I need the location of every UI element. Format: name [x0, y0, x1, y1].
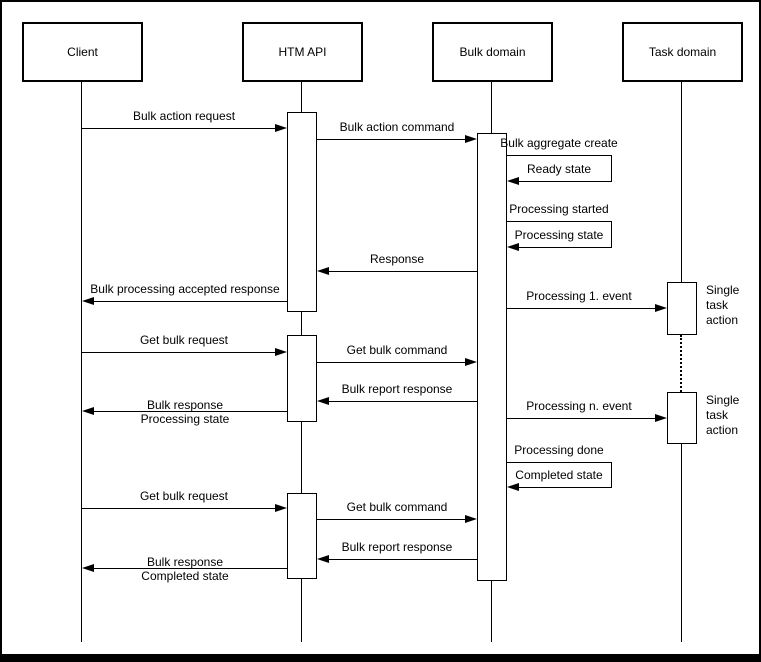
- lifeline-task-domain-lower: [681, 444, 682, 642]
- self-message-return-label: Completed state: [515, 468, 603, 482]
- self-message-call-label: Processing done: [514, 443, 604, 457]
- self-message-call-label: Processing started: [509, 202, 609, 216]
- message-line-processing-n-event: [507, 418, 655, 419]
- message-label-bulk-action-command: Bulk action command: [339, 120, 455, 134]
- actor-task-domain: Task domain: [622, 22, 743, 82]
- arrowhead-icon: [507, 483, 519, 491]
- message-line-bulk-processing-accepted-response: [94, 301, 287, 302]
- activation-htm-api-2: [287, 335, 317, 422]
- message-label-bulk-report-response-1: Bulk report response: [341, 382, 453, 396]
- self-message-line-return: [519, 181, 611, 182]
- arrowhead-icon: [82, 407, 94, 415]
- actor-client-label: Client: [67, 45, 98, 59]
- lifeline-task-domain-upper: [681, 82, 682, 282]
- message-label-bulk-response-completed-state: Bulk response Completed state: [141, 555, 228, 583]
- message-line-bulk-response-completed-state: [94, 568, 287, 569]
- activation-htm-api-1: [287, 112, 317, 312]
- lifeline-client: [81, 82, 82, 642]
- message-label-bulk-action-request: Bulk action request: [132, 109, 236, 123]
- arrowhead-icon: [655, 414, 667, 422]
- message-label-get-bulk-request-1: Get bulk request: [139, 333, 229, 347]
- arrowhead-icon: [507, 243, 519, 251]
- activation-htm-api-3: [287, 493, 317, 579]
- arrowhead-icon: [317, 397, 329, 405]
- message-line-get-bulk-command-1: [317, 362, 465, 363]
- actor-htm-api-label: HTM API: [278, 45, 327, 59]
- arrowhead-icon: [317, 267, 329, 275]
- note-single-task-action-1: Single task action: [706, 283, 740, 327]
- message-label-line1: Bulk response: [146, 555, 224, 569]
- arrowhead-icon: [507, 177, 519, 185]
- message-line-bulk-report-response-1: [329, 401, 477, 402]
- message-label-line2: Completed state: [141, 569, 229, 583]
- self-message-line-side: [611, 156, 612, 182]
- arrowhead-icon: [275, 124, 287, 132]
- arrowhead-icon: [655, 304, 667, 312]
- lifeline-task-domain-dotted: [680, 335, 682, 392]
- message-label-line2: Processing state: [140, 412, 230, 426]
- message-label-bulk-report-response-2: Bulk report response: [341, 540, 453, 554]
- self-message-line-return: [519, 247, 611, 248]
- arrowhead-icon: [465, 135, 477, 143]
- message-label-response: Response: [369, 252, 425, 266]
- actor-bulk-domain-label: Bulk domain: [459, 45, 526, 59]
- message-label-processing-1-event: Processing 1. event: [526, 289, 632, 303]
- self-message-call-label: Bulk aggregate create: [500, 136, 618, 150]
- message-label-get-bulk-request-2: Get bulk request: [139, 489, 229, 503]
- arrowhead-icon: [82, 564, 94, 572]
- message-label-get-bulk-command-1: Get bulk command: [346, 343, 448, 357]
- message-label-line1: Bulk response: [146, 398, 224, 412]
- message-label-bulk-processing-accepted-response: Bulk processing accepted response: [90, 282, 280, 296]
- arrowhead-icon: [275, 504, 287, 512]
- self-message-line-side: [611, 463, 612, 488]
- self-message-line-return: [519, 487, 611, 488]
- message-line-get-bulk-request-2: [82, 508, 275, 509]
- actor-bulk-domain: Bulk domain: [432, 22, 553, 82]
- activation-task-domain-2: [667, 392, 697, 444]
- message-line-bulk-action-command: [317, 139, 465, 140]
- message-line-bulk-report-response-2: [329, 559, 477, 560]
- activation-task-domain-1: [667, 282, 697, 335]
- note-single-task-action-2: Single task action: [706, 393, 740, 437]
- self-message-line-out: [507, 221, 612, 222]
- arrowhead-icon: [465, 358, 477, 366]
- actor-htm-api: HTM API: [242, 22, 363, 82]
- arrowhead-icon: [82, 297, 94, 305]
- message-line-bulk-response-processing-state: [94, 411, 287, 412]
- message-label-get-bulk-command-2: Get bulk command: [346, 500, 448, 514]
- message-line-processing-1-event: [507, 308, 655, 309]
- arrowhead-icon: [275, 348, 287, 356]
- actor-task-domain-label: Task domain: [648, 45, 717, 59]
- message-line-bulk-action-request: [82, 128, 275, 129]
- message-line-get-bulk-request-1: [82, 352, 275, 353]
- message-label-bulk-response-processing-state: Bulk response Processing state: [141, 398, 230, 426]
- self-message-return-label: Ready state: [526, 162, 592, 176]
- message-line-response: [329, 271, 477, 272]
- arrowhead-icon: [465, 515, 477, 523]
- arrowhead-icon: [317, 555, 329, 563]
- actor-client: Client: [22, 22, 143, 82]
- self-message-line-out: [507, 462, 612, 463]
- activation-bulk-domain: [477, 133, 507, 581]
- self-message-line-out: [507, 155, 612, 156]
- message-label-processing-n-event: Processing n. event: [526, 399, 632, 413]
- self-message-return-label: Processing state: [514, 228, 604, 242]
- message-line-get-bulk-command-2: [317, 519, 465, 520]
- self-message-line-side: [611, 222, 612, 248]
